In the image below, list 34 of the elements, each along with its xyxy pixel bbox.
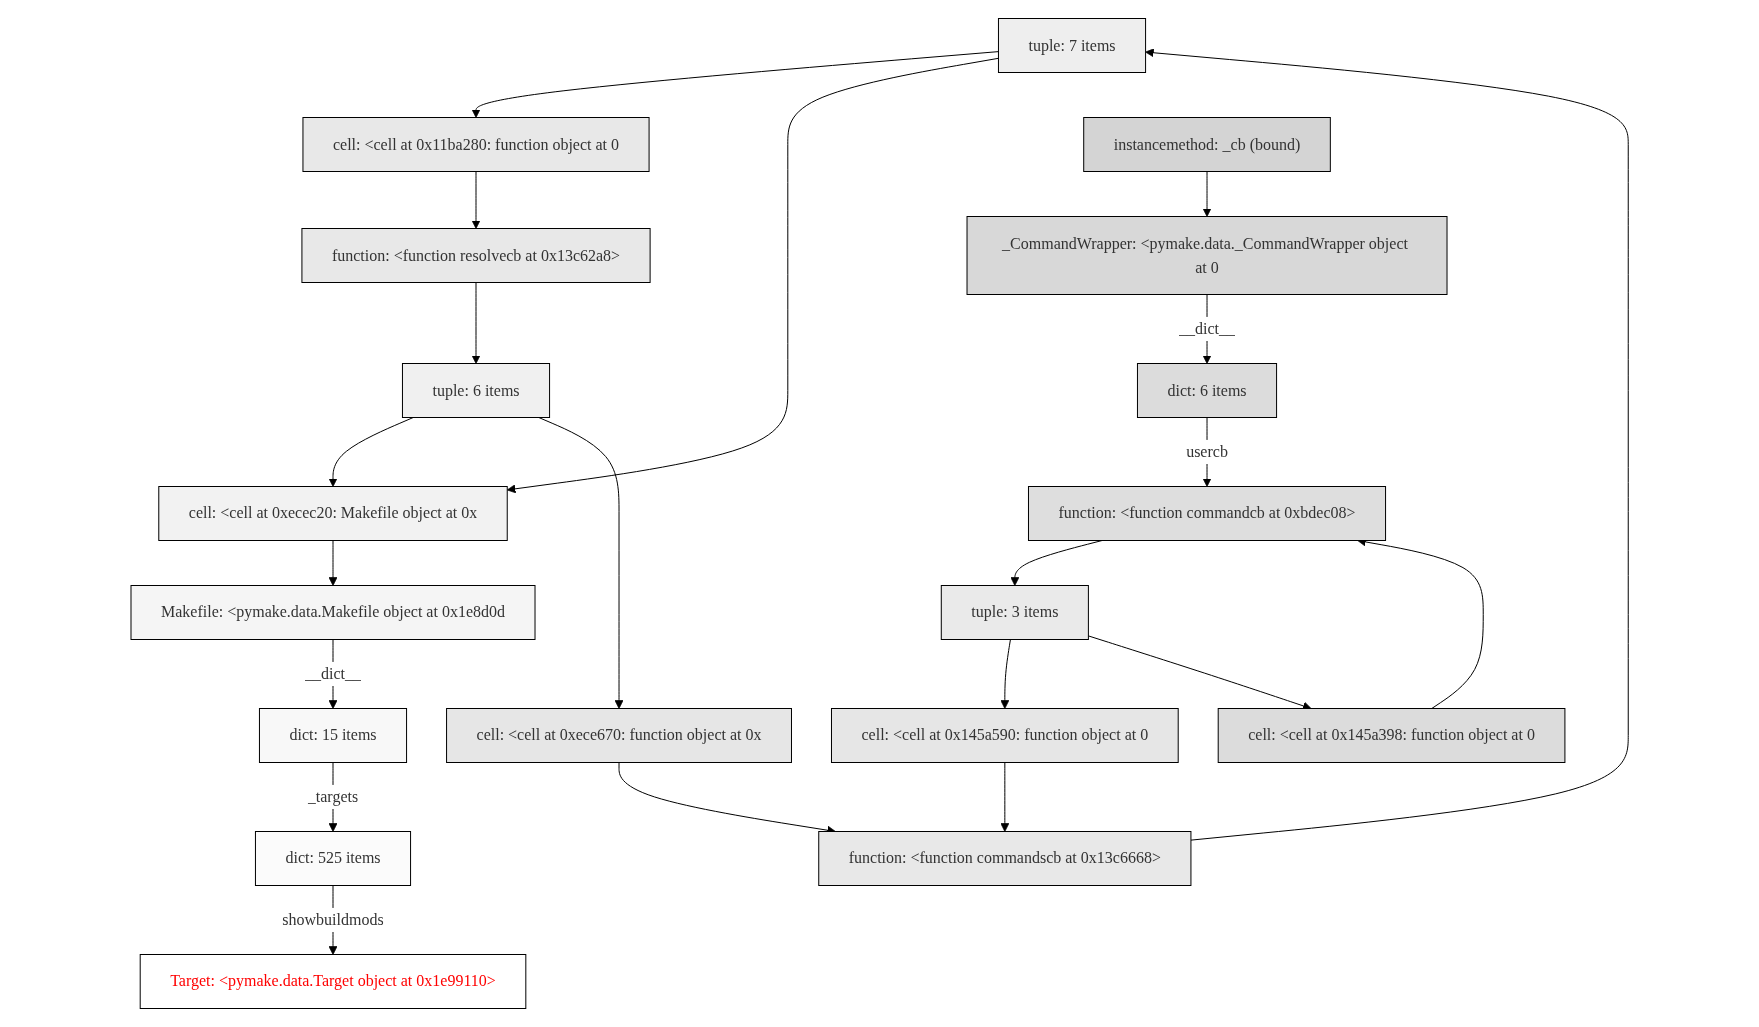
node-box: function: <function commandscb at 0x13c6668> — [818, 831, 1192, 886]
node-box: dict: 15 items — [258, 708, 407, 763]
arrow — [1202, 171, 1212, 217]
node-box: tuple: 7 items — [997, 18, 1146, 73]
node-box: _CommandWrapper: <pymake.data._CommandWrapper object at 0 — [966, 216, 1448, 295]
node-box: dict: 525 items — [254, 831, 411, 886]
edge-label: __dict__ — [304, 665, 361, 682]
node-box: cell: <cell at 0xecec20: Makefile object at 0x — [158, 486, 508, 541]
node-box: dict: 6 items — [1136, 363, 1277, 418]
arrow — [471, 171, 481, 229]
arrow — [471, 51, 999, 118]
edge-label: usercb — [1186, 443, 1228, 460]
arrow — [538, 417, 624, 709]
arrow — [328, 540, 338, 586]
node-box: tuple: 3 items — [940, 585, 1089, 640]
node-box: tuple: 6 items — [401, 363, 550, 418]
node-box: cell: <cell at 0xece670: function object at 0x — [445, 708, 792, 763]
node-box: Target: <pymake.data.Target object at 0x1e99110> — [139, 954, 527, 1009]
node-box: function: <function resolvecb at 0x13c62a8> — [301, 228, 651, 283]
node-box: cell: <cell at 0x145a590: function object at 0 — [830, 708, 1179, 763]
edge-label: _targets — [307, 788, 359, 805]
node-box: instancemethod: _cb (bound) — [1083, 117, 1331, 172]
node-box: cell: <cell at 0x145a398: function object at 0 — [1217, 708, 1566, 763]
arrow — [1145, 48, 1629, 841]
edge-label: __dict__ — [1178, 320, 1235, 337]
arrow — [506, 57, 999, 494]
node-box: cell: <cell at 0x11ba280: function object at 0 — [302, 117, 650, 172]
arrow — [328, 417, 414, 487]
arrow — [471, 282, 481, 364]
arrow — [1000, 762, 1010, 832]
node-box: Makefile: <pymake.data.Makefile object at 0x1e8d0d — [130, 585, 536, 640]
edge-label: showbuildmods — [282, 911, 384, 928]
arrow — [1000, 639, 1011, 709]
node-box: function: <function commandcb at 0xbdec08> — [1027, 486, 1386, 541]
